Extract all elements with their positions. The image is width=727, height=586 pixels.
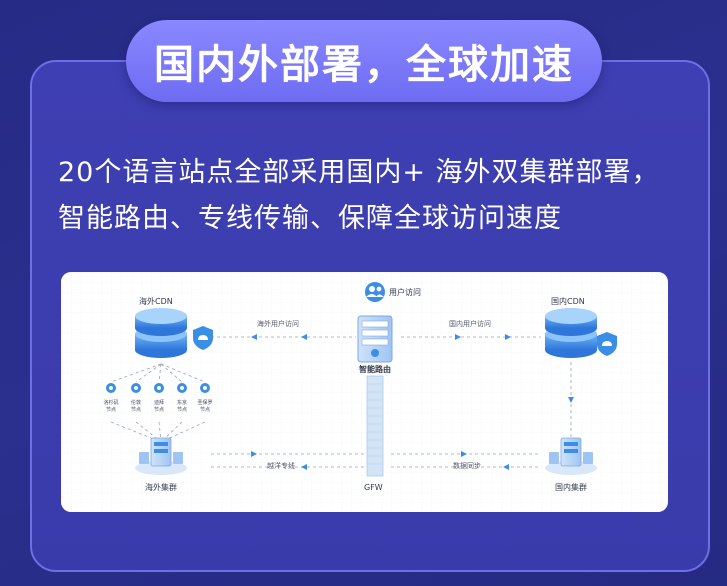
- node-suffix: 节点: [106, 407, 116, 413]
- node-name: 迪拜: [154, 399, 164, 406]
- domestic-cdn-icon: [545, 308, 597, 358]
- domestic-cluster-icon: [545, 437, 597, 475]
- node-name: 圣保罗: [197, 399, 212, 406]
- architecture-diagram: 用户访问 智能路由 GFW 海外CDN: [61, 272, 668, 512]
- user-access-label: 用户访问: [389, 287, 421, 297]
- node-name: 洛杉矶: [103, 399, 118, 406]
- node-suffix: 节点: [154, 407, 164, 413]
- node-list: 洛杉矶 节点 伦敦 节点 迪拜 节点 东京 节点 圣保罗 节点: [103, 383, 213, 413]
- page-title: 国内外部署，全球加速: [126, 20, 602, 102]
- shield-cloud-icon: [597, 332, 617, 356]
- ocean-line-label: 越洋专线: [267, 461, 295, 470]
- grid-background: [61, 272, 668, 512]
- user-icon: [365, 282, 385, 302]
- node-icon: [131, 383, 141, 393]
- node-name: 东京: [177, 399, 187, 406]
- arrow-heads: [251, 334, 574, 470]
- overseas-user-access-label: 海外用户访问: [257, 319, 299, 328]
- overseas-cluster-label: 海外集群: [145, 482, 177, 492]
- node-name: 伦敦: [131, 399, 141, 406]
- overseas-cdn-icon: [135, 308, 187, 358]
- smart-routing-label: 智能路由: [359, 364, 391, 374]
- overseas-cdn-label: 海外CDN: [139, 296, 173, 306]
- node-suffix: 节点: [177, 407, 187, 413]
- smart-router-icon: [357, 315, 393, 363]
- node-icon: [177, 383, 187, 393]
- node-icon: [200, 383, 210, 393]
- data-sync-label: 数据同步: [453, 461, 481, 470]
- node-suffix: 节点: [200, 407, 210, 413]
- domestic-cdn-label: 国内CDN: [551, 296, 585, 306]
- gfw-wall: [366, 375, 384, 477]
- shield-cloud-icon: [193, 326, 213, 350]
- overseas-cluster-icon: [135, 437, 187, 475]
- domestic-user-access-label: 国内用户访问: [449, 319, 491, 328]
- gfw-label: GFW: [364, 483, 383, 492]
- node-suffix: 节点: [131, 407, 141, 413]
- description-text: 20个语言站点全部采用国内+ 海外双集群部署，智能路由、专线传输、保障全球访问速…: [58, 157, 660, 234]
- node-icon: [106, 383, 116, 393]
- domestic-cluster-label: 国内集群: [555, 482, 587, 492]
- node-icon: [154, 383, 164, 393]
